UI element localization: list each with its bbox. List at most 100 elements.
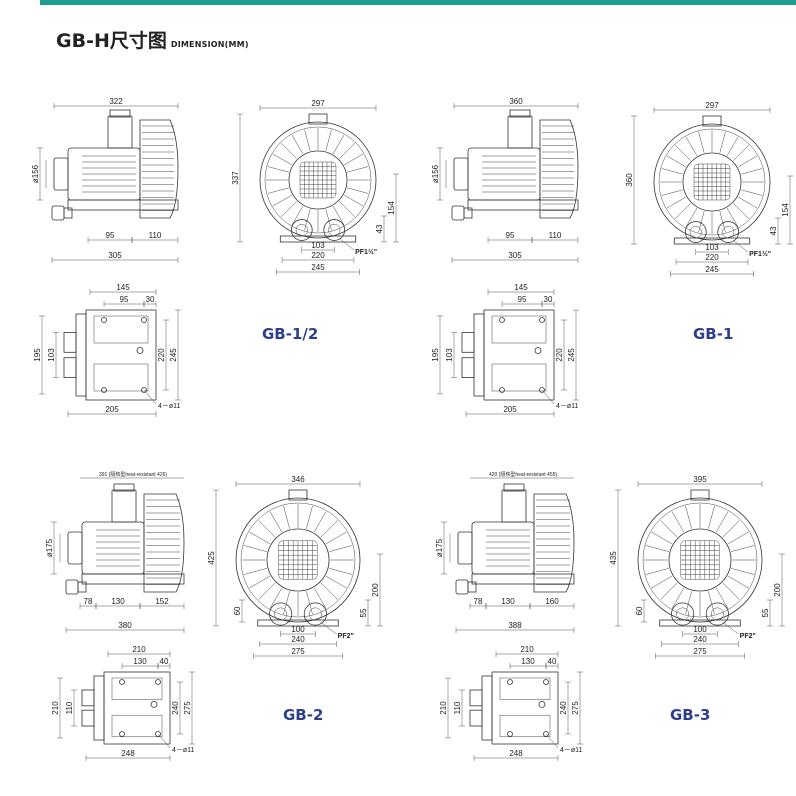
dim-label: 435 xyxy=(609,551,618,565)
dim-label: 210 xyxy=(439,701,448,715)
fan-housing xyxy=(539,119,579,219)
dim-label: 95 xyxy=(518,295,527,304)
dim-label: 205 xyxy=(503,405,517,414)
dim-label: 30 xyxy=(544,295,553,304)
dim-label: 245 xyxy=(705,265,719,274)
dim-label: 30 xyxy=(146,295,155,304)
dim-label: 220 xyxy=(705,253,719,262)
dim-label: 60 xyxy=(635,606,644,615)
dim-label: 78 xyxy=(474,597,483,606)
dim-label: 154 xyxy=(781,203,790,217)
dim-label: 420 (隔热型heat-resistant 455) xyxy=(489,471,557,478)
dim-label: 4－ø11 xyxy=(158,403,181,410)
dim-label: 40 xyxy=(160,657,169,666)
dim-label: 210 xyxy=(132,645,146,654)
dim-label: 160 xyxy=(545,597,559,606)
dim-label: 360 xyxy=(625,173,634,187)
dim-label: 130 xyxy=(133,657,147,666)
dim-label: 240 xyxy=(559,701,568,715)
dim-label: 200 xyxy=(371,583,380,597)
side-view-1: 360 ø156 95 110 305 xyxy=(431,97,579,263)
dim-label: 130 xyxy=(111,597,125,606)
dim-label: 4－ø11 xyxy=(172,747,195,754)
dim-label: 95 xyxy=(106,231,115,240)
title-subtitle: DIMENSION(MM) xyxy=(170,40,249,49)
dim-label: 305 xyxy=(108,251,122,260)
model-label-gb-3: GB-3 xyxy=(670,706,711,724)
dim-label: 154 xyxy=(387,201,396,215)
dim-label: PF2" xyxy=(338,633,354,640)
dim-label: 322 xyxy=(109,97,123,106)
model-label-gb-2: GB-2 xyxy=(283,706,324,724)
dim-label: 145 xyxy=(514,283,528,292)
dim-label: 240 xyxy=(291,635,305,644)
side-view-0: 322 ø156 95 110 305 xyxy=(31,97,179,263)
dim-label: 110 xyxy=(453,701,462,714)
dim-label: 103 xyxy=(705,243,719,252)
dim-label: 205 xyxy=(105,405,119,414)
dim-label: ø175 xyxy=(435,538,444,557)
dim-label: 360 xyxy=(509,97,523,106)
dim-label: 297 xyxy=(705,101,719,110)
dim-label: 110 xyxy=(149,231,162,240)
dim-label: 200 xyxy=(773,583,782,597)
dim-label: ø156 xyxy=(31,164,40,183)
dim-label: 195 xyxy=(33,348,42,362)
dim-label: 220 xyxy=(555,348,564,362)
dim-label: PF1½" xyxy=(355,248,377,256)
dim-label: 100 xyxy=(291,625,305,634)
dim-label: 152 xyxy=(155,597,169,606)
top-accent-bar xyxy=(40,0,796,5)
side-view-2: 391 (隔热型heat-resistant 426) ø175 78 130 152 3… xyxy=(45,471,185,633)
side-view-3: 420 (隔热型heat-resistant 455) ø175 78 130 160 3… xyxy=(435,471,575,633)
dim-label: 275 xyxy=(183,701,192,715)
dim-label: 210 xyxy=(520,645,534,654)
dim-label: ø156 xyxy=(431,164,440,183)
dim-label: 40 xyxy=(548,657,557,666)
model-label-gb-1-2: GB-1/2 xyxy=(262,325,319,343)
dim-label: 210 xyxy=(51,701,60,715)
dim-label: 103 xyxy=(47,348,56,362)
dim-label: 220 xyxy=(157,348,166,362)
dim-label: 100 xyxy=(693,625,707,634)
dim-label: 95 xyxy=(120,295,129,304)
dim-label: 110 xyxy=(549,231,562,240)
dim-label: 55 xyxy=(359,608,368,617)
fan-housing xyxy=(139,119,179,219)
dim-label: 240 xyxy=(693,635,707,644)
dim-label: 130 xyxy=(501,597,515,606)
dim-label: 145 xyxy=(116,283,130,292)
dim-label: ø175 xyxy=(45,538,54,557)
dim-label: 245 xyxy=(169,348,178,362)
dim-label: 78 xyxy=(84,597,93,606)
dim-label: 110 xyxy=(65,701,74,714)
dim-label: 103 xyxy=(311,241,325,250)
model-label-gb-1: GB-1 xyxy=(693,325,734,343)
dim-label: 380 xyxy=(118,621,132,630)
fan-housing xyxy=(143,493,185,593)
dim-label: 305 xyxy=(508,251,522,260)
dim-label: 130 xyxy=(521,657,535,666)
dim-label: 337 xyxy=(231,171,240,185)
dim-label: 297 xyxy=(311,99,325,108)
dim-label: 245 xyxy=(311,263,325,272)
dim-label: 391 (隔热型heat-resistant 426) xyxy=(99,471,167,478)
dim-label: 95 xyxy=(506,231,515,240)
dim-label: 248 xyxy=(121,749,135,758)
dim-label: 195 xyxy=(431,348,440,362)
dim-label: 245 xyxy=(567,348,576,362)
dim-label: 346 xyxy=(291,475,305,484)
dim-label: 425 xyxy=(207,551,216,565)
dim-label: 388 xyxy=(508,621,522,630)
dim-label: PF2" xyxy=(740,633,756,640)
dim-label: 220 xyxy=(311,251,325,260)
